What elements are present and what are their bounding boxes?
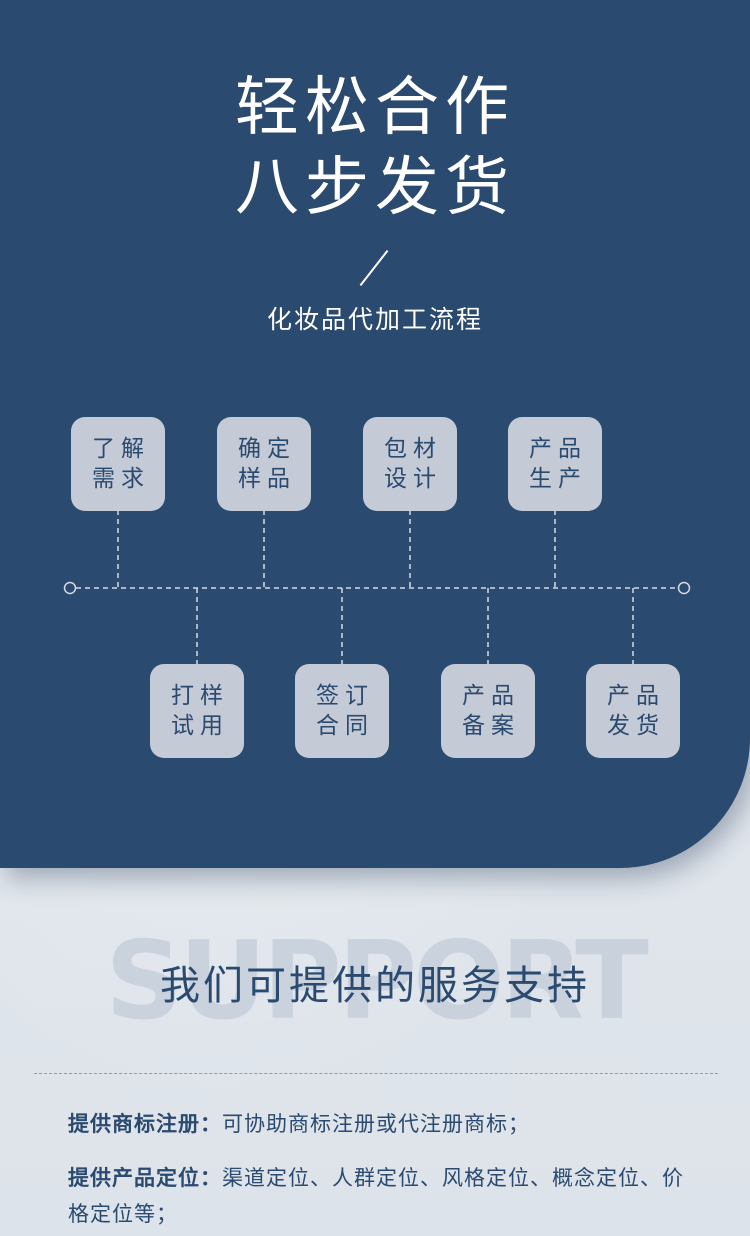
timeline-end-node bbox=[677, 581, 691, 595]
process-subtitle: 化妆品代加工流程 bbox=[266, 305, 483, 334]
main-title-line-2: 八步发货 bbox=[235, 151, 515, 225]
service-item-positioning: 提供产品定位：渠道定位、人群定位、风格定位、概念定位、价格定位等； bbox=[68, 1160, 698, 1232]
step-label: 设计 bbox=[384, 466, 442, 492]
main-title-line-1: 轻松合作 bbox=[235, 71, 515, 145]
service-item-trademark: 提供商标注册：可协助商标注册或代注册商标； bbox=[68, 1106, 698, 1142]
step-sample-trial: 打样 试用 bbox=[150, 664, 244, 758]
step-confirm-sample: 确定 样品 bbox=[217, 417, 311, 511]
step-shipping: 产品 发货 bbox=[586, 664, 680, 758]
step-sign-contract: 签订 合同 bbox=[295, 664, 389, 758]
step-label: 确定 bbox=[238, 436, 296, 462]
section-divider bbox=[34, 1073, 718, 1074]
step-label: 包材 bbox=[384, 436, 442, 462]
step-label: 备案 bbox=[462, 713, 520, 739]
service-text: 可协助商标注册或代注册商标； bbox=[222, 1112, 530, 1136]
step-label: 需求 bbox=[92, 466, 150, 492]
step-label: 产品 bbox=[462, 683, 520, 709]
service-label: 提供商标注册： bbox=[68, 1112, 222, 1136]
step-label: 合同 bbox=[316, 713, 374, 739]
step-label: 产品 bbox=[607, 683, 665, 709]
timeline-start-node bbox=[63, 581, 77, 595]
step-packaging-design: 包材 设计 bbox=[363, 417, 457, 511]
support-watermark: SUPPORT bbox=[105, 919, 649, 1044]
support-section-title: 我们可提供的服务支持 bbox=[160, 963, 590, 1009]
step-label: 样品 bbox=[238, 466, 296, 492]
step-label: 产品 bbox=[529, 436, 587, 462]
step-label: 签订 bbox=[316, 683, 374, 709]
service-label: 提供产品定位： bbox=[68, 1166, 222, 1190]
service-text: 渠道定位、人群定位、风格定位、概念定位、价格定位等； bbox=[68, 1166, 684, 1226]
step-production: 产品 生产 bbox=[508, 417, 602, 511]
step-understand-needs: 了解 需求 bbox=[71, 417, 165, 511]
flow-timeline bbox=[63, 510, 691, 664]
step-product-filing: 产品 备案 bbox=[441, 664, 535, 758]
step-label: 生产 bbox=[529, 466, 587, 492]
step-label: 试用 bbox=[171, 713, 229, 739]
step-label: 打样 bbox=[171, 683, 229, 709]
step-label: 发货 bbox=[607, 713, 665, 739]
step-label: 了解 bbox=[92, 436, 150, 462]
